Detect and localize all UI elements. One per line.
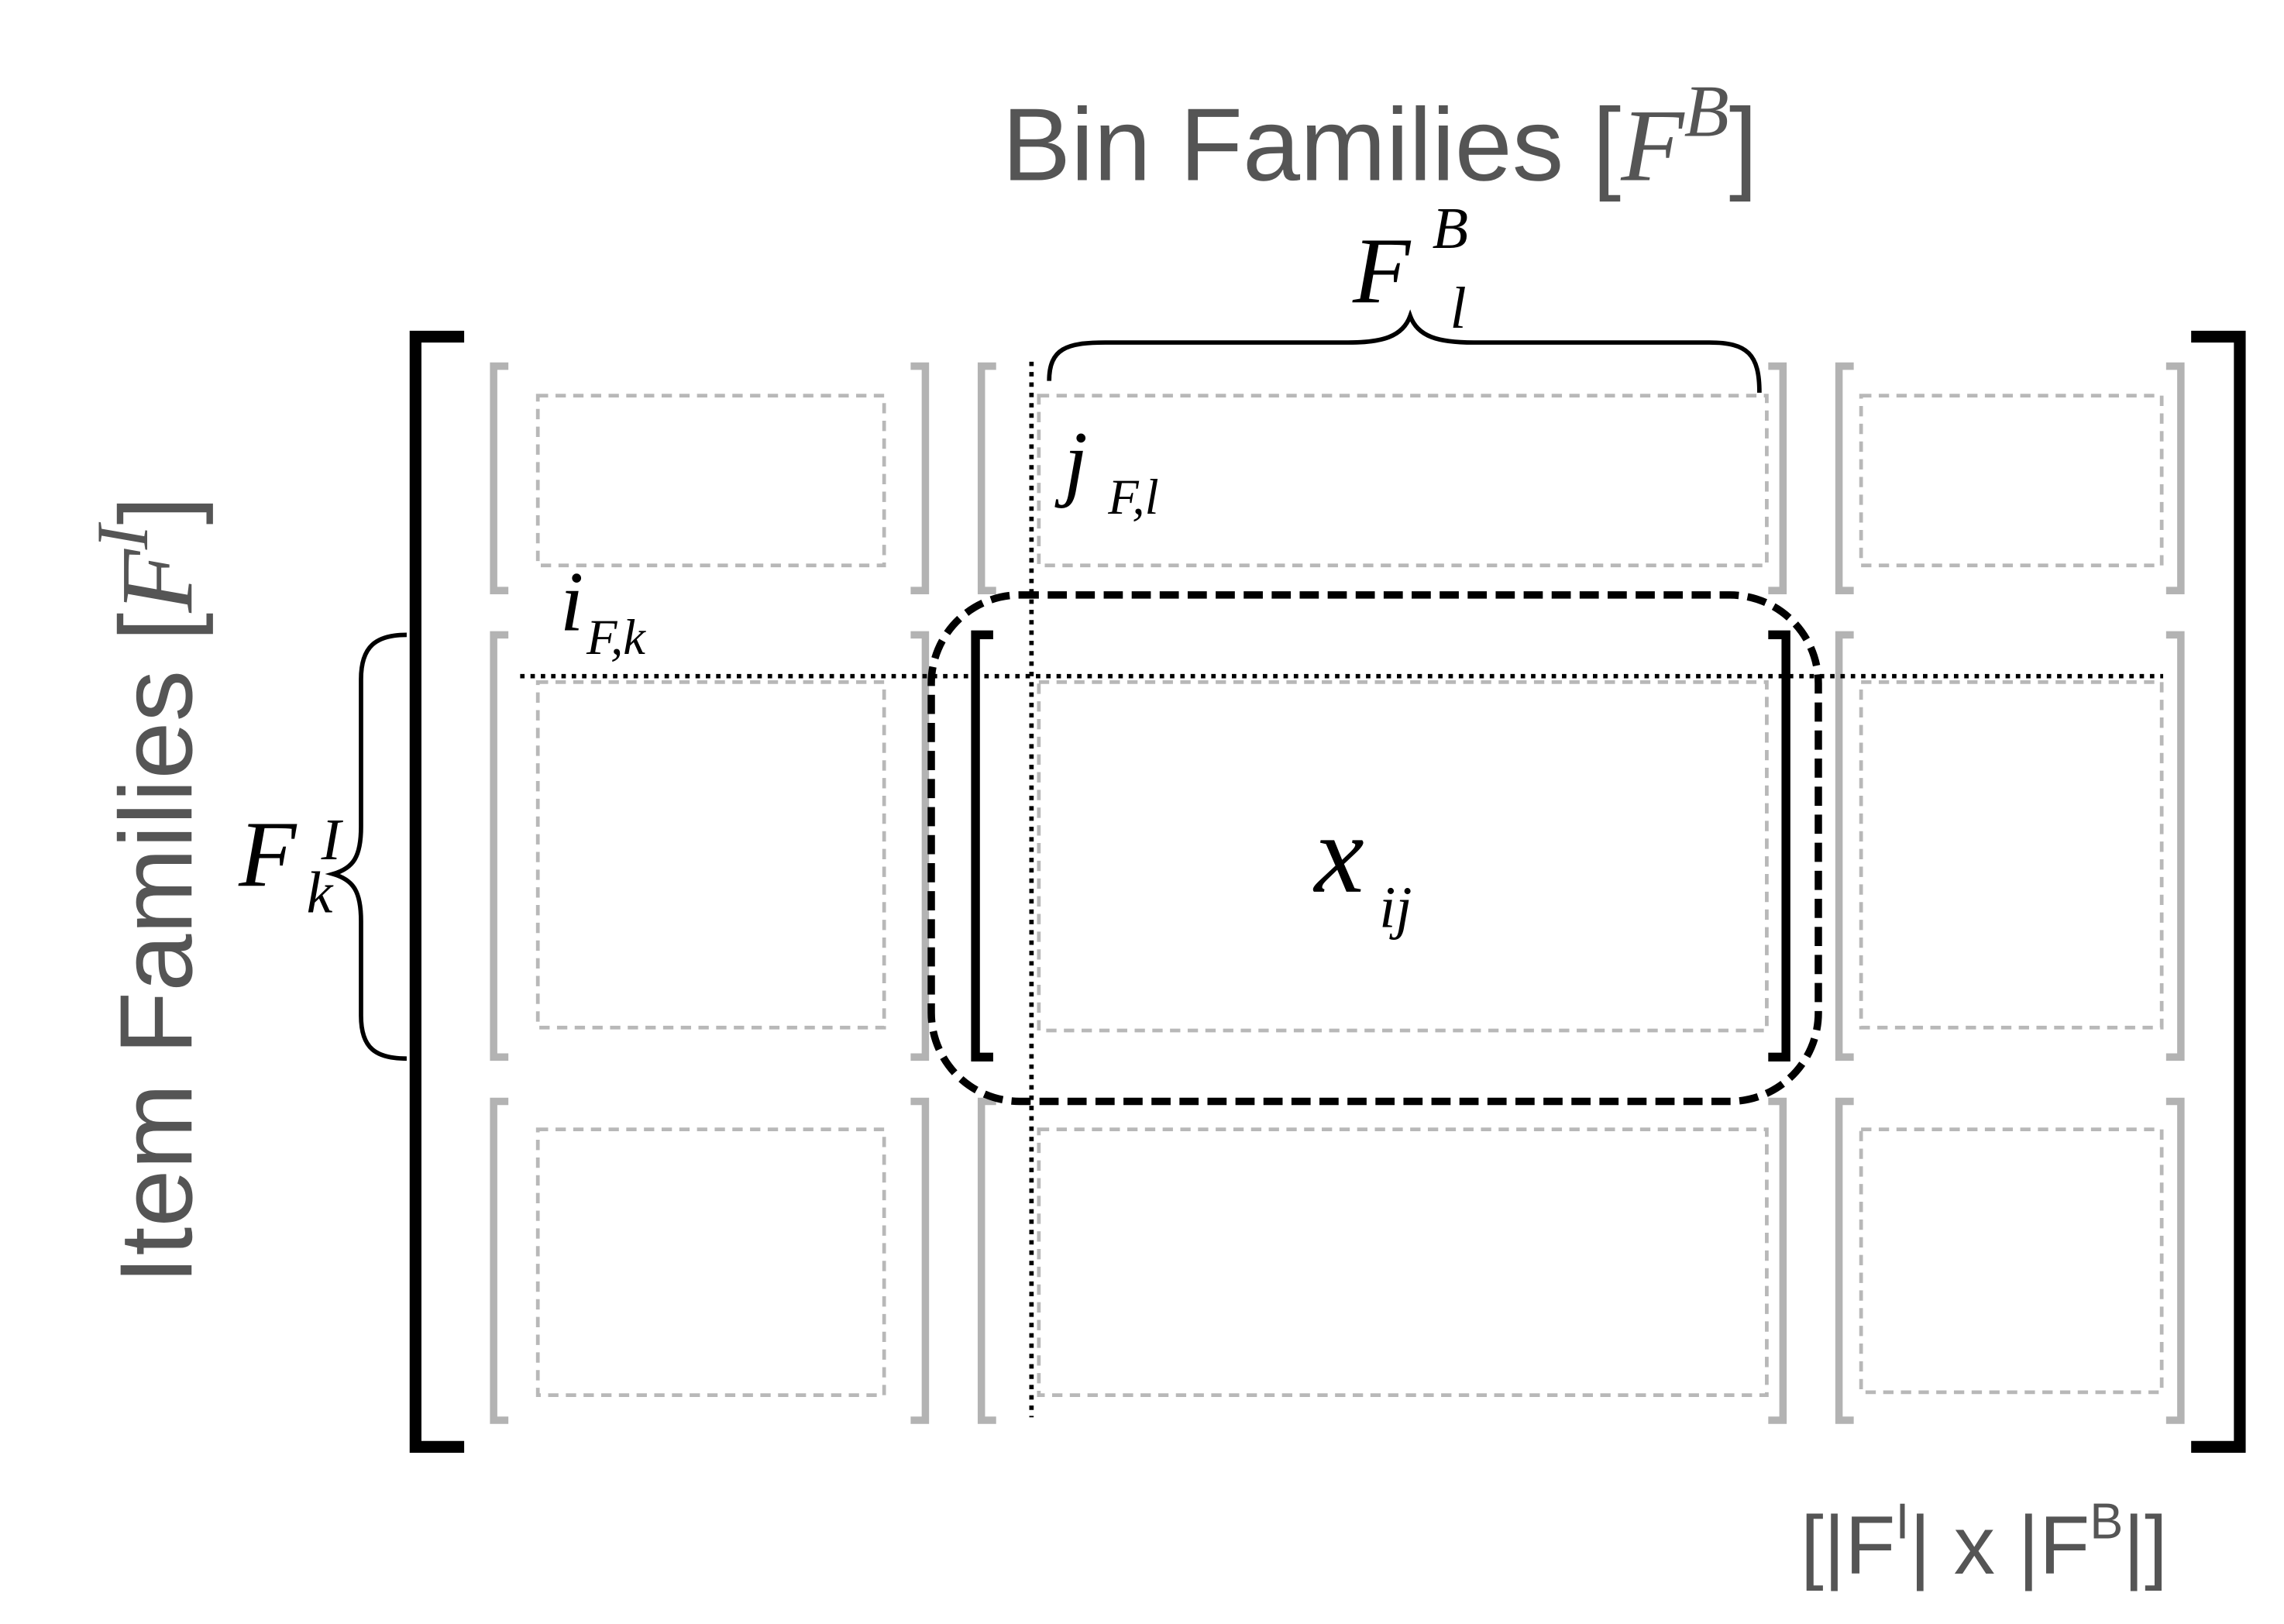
cell-rect xyxy=(1037,680,1769,1033)
block-bracket xyxy=(910,1097,930,1424)
item-families-label-symbol: F xyxy=(99,549,214,614)
block-bracket xyxy=(2165,362,2185,594)
cell-rect xyxy=(1037,1127,1769,1398)
cell-rect xyxy=(1859,680,2164,1030)
block-bracket xyxy=(977,1097,996,1424)
dimension-sup-b: B xyxy=(2090,1492,2123,1549)
row-family-label: F I k xyxy=(238,802,346,925)
bin-families-title-text: Bin Families [ xyxy=(1002,87,1621,202)
bin-families-title: Bin Families [FB] xyxy=(1002,70,1757,202)
dimension-close: |] xyxy=(2123,1498,2167,1591)
selected-block-right-bracket xyxy=(1768,630,1790,1062)
dimension-open: [|F xyxy=(1801,1498,1895,1591)
cell-rect xyxy=(535,680,886,1030)
row-family-subscript: k xyxy=(307,861,334,926)
row-index-label: i F,k xyxy=(560,555,647,666)
row-index-symbol: i xyxy=(560,555,584,649)
item-families-label: Item Families [FI] xyxy=(81,496,214,1284)
block-bracket xyxy=(977,362,996,594)
item-families-label-superscript: I xyxy=(81,521,163,550)
block-bracket xyxy=(2165,631,2185,1061)
matrix-dimension-label: [|FI| x |FB|] xyxy=(1801,1492,2167,1591)
decision-variable-subscript: ij xyxy=(1379,876,1412,941)
block-bracket xyxy=(490,631,509,1061)
block-bracket xyxy=(1835,631,1854,1061)
cell-rect xyxy=(535,394,886,568)
decision-variable-symbol: x xyxy=(1313,793,1364,917)
inner-cells xyxy=(535,394,2164,1398)
cell-rect xyxy=(1859,394,2164,568)
column-family-brace xyxy=(1047,309,1762,393)
block-bracket xyxy=(2165,1097,2185,1424)
block-bracket xyxy=(490,1097,509,1424)
cell-rect xyxy=(1859,1127,2164,1395)
column-index-subscript: F,l xyxy=(1107,469,1158,525)
column-index-symbol: j xyxy=(1054,415,1088,509)
selected-block-left-bracket xyxy=(971,630,993,1062)
column-family-subscript: l xyxy=(1450,276,1467,341)
selected-block-outline xyxy=(927,591,1822,1106)
column-family-label: F B l xyxy=(1352,196,1474,341)
bin-families-title-superscript: B xyxy=(1684,70,1729,152)
block-bracket xyxy=(910,631,930,1061)
block-bracket xyxy=(910,362,930,594)
row-family-brace xyxy=(325,632,407,1061)
item-families-label-text: Item Families [ xyxy=(98,613,214,1285)
block-bracket xyxy=(1835,1097,1854,1424)
cell-rect xyxy=(1037,394,1769,568)
bin-families-title-close: ] xyxy=(1729,87,1758,202)
bin-families-title-symbol: F xyxy=(1620,88,1685,202)
block-brackets xyxy=(490,362,2185,1424)
item-families-label-close: ] xyxy=(98,496,214,525)
dimension-sup-i: I xyxy=(1895,1492,1909,1549)
outer-right-bracket xyxy=(2191,330,2246,1453)
block-bracket xyxy=(1768,1097,1787,1424)
decision-variable-label: x ij xyxy=(1313,793,1412,941)
block-bracket xyxy=(490,362,509,594)
row-family-symbol: F xyxy=(238,802,298,907)
block-bracket xyxy=(1768,362,1787,594)
row-family-superscript: I xyxy=(321,807,344,872)
column-family-symbol: F xyxy=(1352,219,1412,324)
outer-left-bracket xyxy=(409,330,465,1453)
dimension-middle: | x |F xyxy=(1909,1498,2090,1591)
row-index-subscript: F,k xyxy=(586,609,646,665)
block-bracket xyxy=(1835,362,1854,594)
column-family-superscript: B xyxy=(1433,196,1468,261)
column-index-label: j F,l xyxy=(1054,415,1158,525)
cell-rect xyxy=(535,1127,886,1398)
